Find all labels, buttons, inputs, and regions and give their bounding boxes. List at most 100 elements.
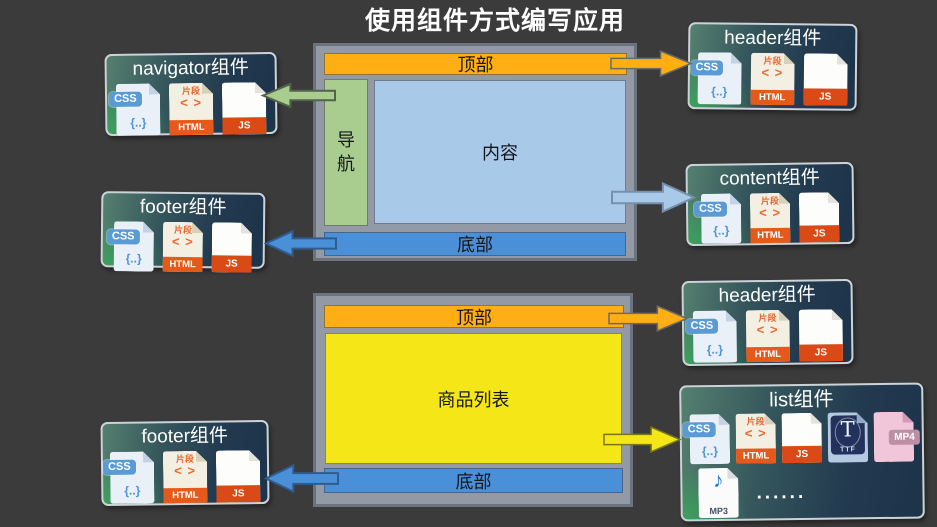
js-file-icon: JS bbox=[782, 413, 823, 463]
css-badge: CSS bbox=[108, 91, 142, 108]
css-badge: CSS bbox=[682, 422, 716, 438]
html-bar-label: HTML bbox=[169, 120, 213, 136]
js-file-icon: JS bbox=[222, 82, 267, 135]
mp3-file-icon: ♪ MP3 bbox=[698, 468, 739, 518]
page-fold-icon bbox=[143, 451, 154, 462]
page-fold-icon bbox=[837, 54, 848, 65]
css-file-icon: {..} CSS bbox=[690, 52, 742, 104]
page-fold-icon bbox=[828, 192, 839, 203]
icon-row: {..} CSS 片段 < > HTML JS bbox=[107, 82, 276, 136]
page-fold-icon bbox=[196, 451, 207, 462]
css-file-icon: {..} CSS bbox=[102, 451, 155, 504]
css-badge: CSS bbox=[693, 201, 727, 217]
html-bar-label: HTML bbox=[746, 347, 790, 363]
js-file-icon: JS bbox=[803, 53, 848, 105]
html-file-icon: 片段 < > HTML bbox=[745, 310, 790, 363]
arrow-top-to-header-2 bbox=[609, 304, 687, 333]
html-bar-label: HTML bbox=[163, 488, 207, 504]
icon-row: {..} CSS 片段 < > HTML JS bbox=[684, 309, 852, 363]
mp4-file-icon: MP4 bbox=[874, 412, 920, 462]
html-brackets-icon: < > bbox=[180, 94, 203, 111]
html-bar-label: HTML bbox=[750, 228, 790, 243]
card-list: list组件 {..} CSS 片段 < > HTML JS bbox=[679, 382, 925, 522]
card-navigator-title: navigator组件 bbox=[132, 57, 249, 80]
css-file-icon: {..} CSS bbox=[685, 310, 737, 363]
arrow-bottom-to-footer-2 bbox=[266, 463, 338, 494]
page-fold-icon bbox=[143, 222, 154, 233]
zone-product-list: 商品列表 bbox=[325, 333, 622, 464]
page-fold-icon bbox=[731, 53, 742, 64]
css-badge: CSS bbox=[690, 60, 724, 76]
html-bar-label: HTML bbox=[750, 90, 794, 105]
card-header-2: header组件 {..} CSS 片段 < > HTML JS bbox=[681, 278, 854, 367]
css-braces-text: {..} bbox=[125, 251, 142, 266]
html-brackets-icon: < > bbox=[174, 462, 197, 479]
card-content: content组件 {..} CSS 片段 < > HTML JS bbox=[685, 161, 855, 247]
js-bar-label: JS bbox=[216, 485, 260, 503]
arrow-top-to-header-1 bbox=[611, 49, 691, 78]
page-fold-icon bbox=[730, 193, 741, 204]
page-fold-icon bbox=[192, 222, 203, 233]
zone-nav: 导 航 bbox=[324, 79, 368, 226]
icon-row: ♪ MP3 ...... bbox=[698, 466, 923, 519]
card-footer-1: footer组件 {..} CSS 片段 < > HTML JS bbox=[100, 191, 266, 269]
html-file-icon: 片段 < > HTML bbox=[736, 413, 777, 463]
card-header-2-title: header组件 bbox=[718, 284, 816, 307]
css-braces-text: {..} bbox=[713, 223, 730, 238]
arrow-content-to-content-card bbox=[612, 181, 694, 214]
mp3-label: MP3 bbox=[709, 505, 729, 517]
page-fold-icon bbox=[857, 412, 868, 423]
js-bar-label: JS bbox=[222, 117, 266, 135]
card-navigator: navigator组件 {..} CSS 片段 < > HTML JS bbox=[104, 51, 278, 137]
css-braces-text: {..} bbox=[124, 483, 141, 498]
html-brackets-icon: < > bbox=[171, 233, 194, 250]
css-braces-text: {..} bbox=[706, 342, 723, 357]
js-file-icon: JS bbox=[798, 309, 843, 362]
html-brackets-icon: < > bbox=[761, 64, 784, 81]
arrow-list-to-list-card bbox=[604, 425, 680, 454]
page-mockup-1: 顶部 导 航 内容 底部 bbox=[313, 43, 637, 261]
card-header-1: header组件 {..} CSS 片段 < > HTML JS bbox=[687, 22, 858, 111]
css-file-icon: {..} CSS bbox=[693, 193, 742, 243]
zone-content: 内容 bbox=[374, 80, 626, 224]
css-badge: CSS bbox=[685, 318, 719, 335]
card-header-1-title: header组件 bbox=[724, 27, 822, 50]
zone-footer-2: 底部 bbox=[324, 468, 623, 493]
js-bar-label: JS bbox=[799, 344, 843, 362]
card-content-title: content组件 bbox=[719, 167, 820, 190]
page-fold-icon bbox=[202, 83, 213, 94]
html-bar-label: HTML bbox=[736, 448, 776, 463]
page-fold-icon bbox=[811, 413, 822, 424]
css-file-icon: {..} CSS bbox=[682, 414, 731, 464]
arrow-nav-to-navigator bbox=[263, 82, 335, 109]
card-footer-2: footer组件 {..} CSS 片段 < > HTML JS bbox=[100, 419, 270, 507]
js-bar-label: JS bbox=[799, 225, 839, 242]
css-braces-text: {..} bbox=[711, 84, 728, 99]
zone-footer-1: 底部 bbox=[324, 232, 626, 256]
page-fold-icon bbox=[719, 414, 730, 425]
page-title: 使用组件方式编写应用 bbox=[364, 7, 626, 35]
icon-row: {..} CSS 片段 < > HTML JS bbox=[690, 52, 856, 106]
html-file-icon: 片段 < > HTML bbox=[169, 83, 214, 136]
html-brackets-icon: < > bbox=[759, 204, 782, 221]
icon-row: {..} CSS 片段 < > HTML JS bbox=[103, 221, 264, 273]
arrow-bottom-to-footer-1 bbox=[266, 229, 336, 258]
page-fold-icon bbox=[149, 83, 160, 94]
page-fold-icon bbox=[765, 413, 776, 424]
html-brackets-icon: < > bbox=[744, 425, 767, 441]
css-file-icon: {..} CSS bbox=[108, 83, 161, 136]
css-braces-text: {..} bbox=[130, 115, 147, 130]
ttf-label: TTF bbox=[840, 446, 856, 454]
zone-header-2: 顶部 bbox=[324, 305, 624, 328]
css-badge: CSS bbox=[106, 229, 140, 245]
css-file-icon: {..} CSS bbox=[106, 221, 155, 271]
page-fold-icon bbox=[903, 412, 914, 423]
js-bar-label: JS bbox=[212, 255, 252, 272]
html-file-icon: 片段 < > HTML bbox=[750, 53, 795, 105]
js-file-icon: JS bbox=[212, 222, 253, 272]
js-file-icon: JS bbox=[799, 192, 840, 242]
mp4-label: MP4 bbox=[889, 429, 920, 445]
page-fold-icon bbox=[727, 468, 738, 479]
card-footer-1-title: footer组件 bbox=[139, 196, 227, 219]
html-file-icon: 片段 < > HTML bbox=[163, 222, 204, 272]
